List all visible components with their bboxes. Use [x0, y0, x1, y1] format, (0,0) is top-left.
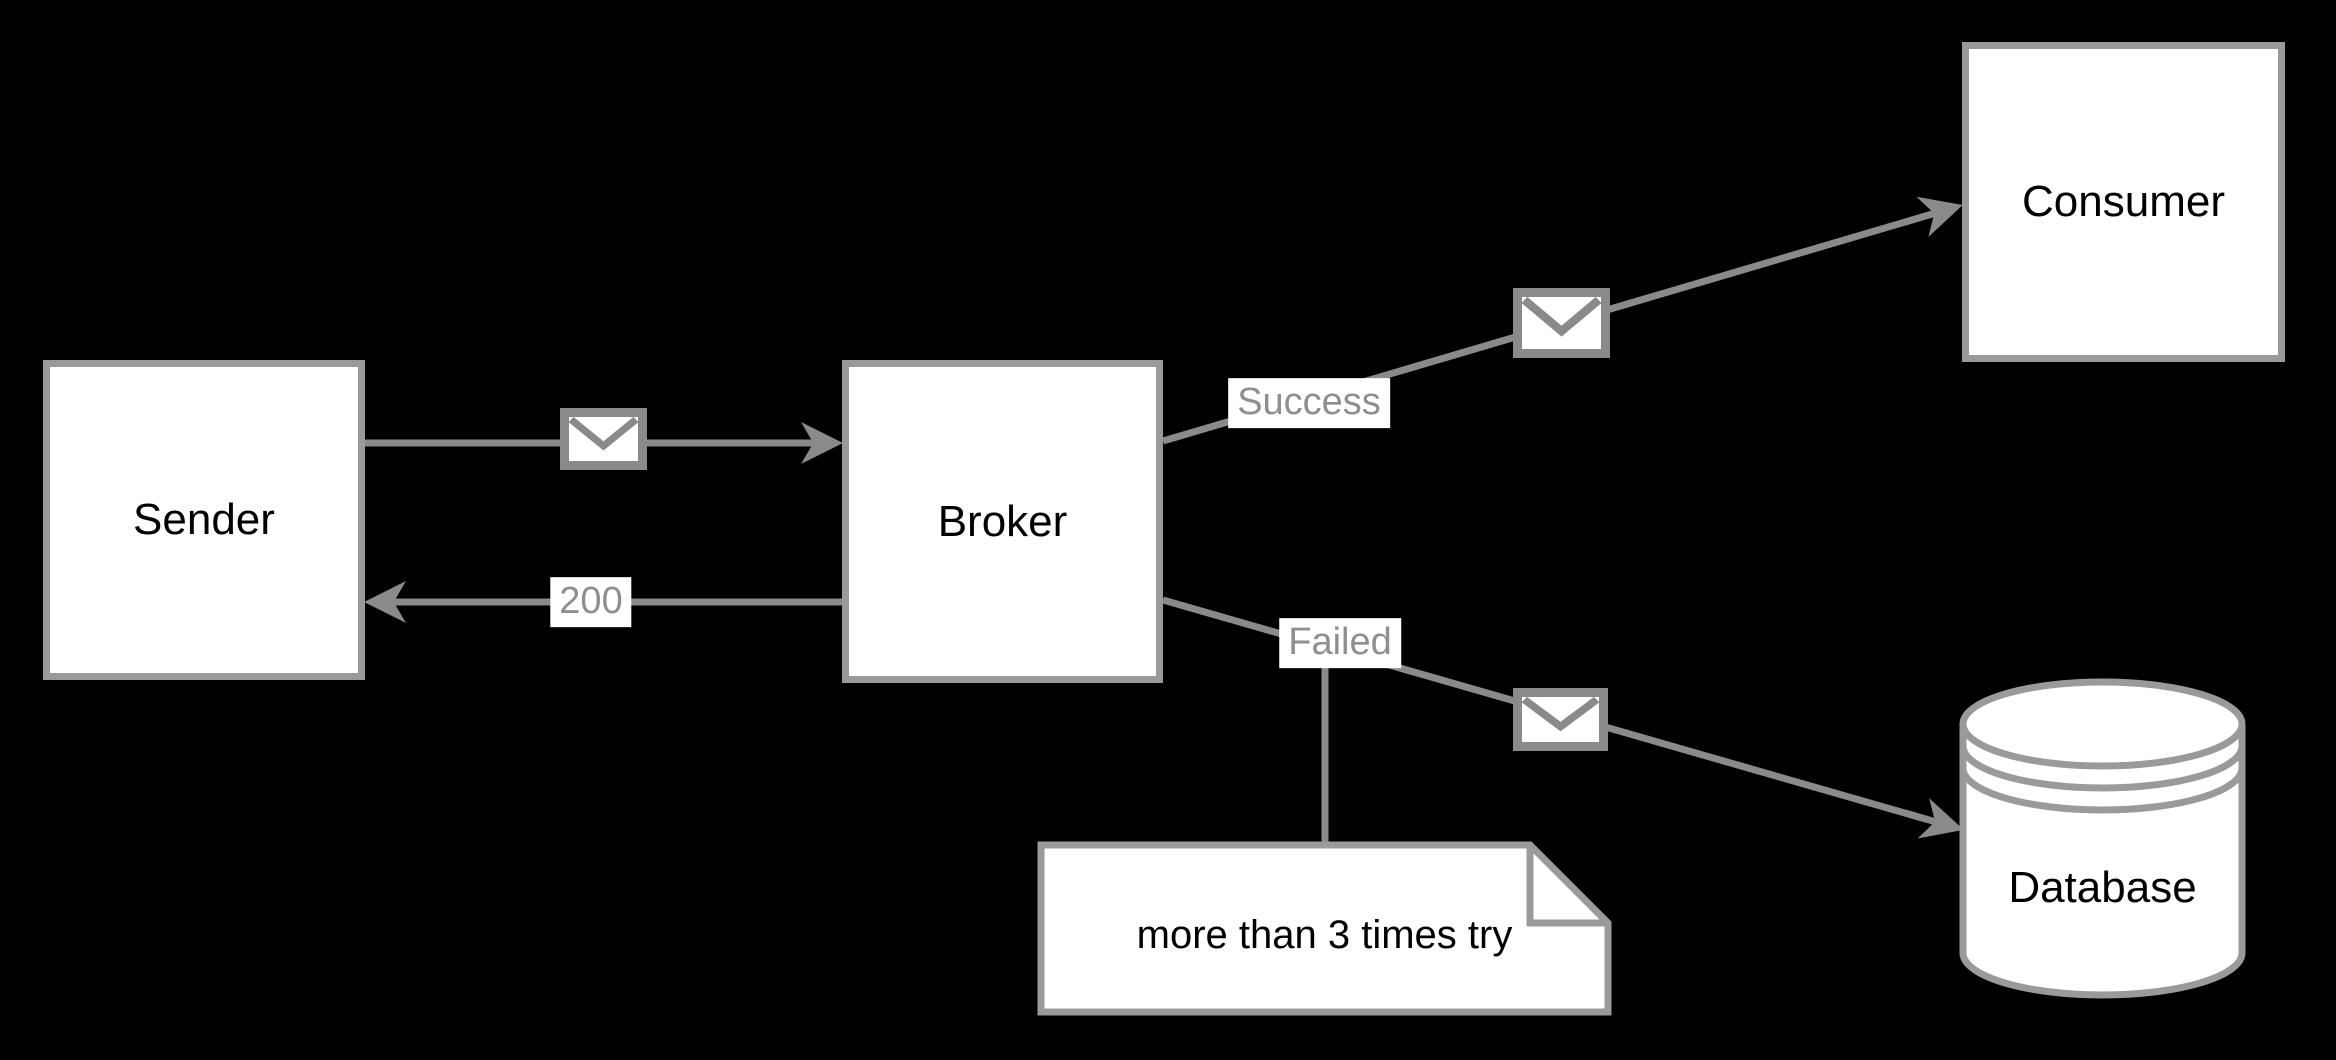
cylinder-ring-1: [1959, 745, 2246, 792]
node-sender[interactable]: Sender: [43, 360, 365, 680]
note-folded-corner: [1526, 845, 1608, 927]
edge-label-200[interactable]: 200: [550, 577, 632, 627]
database-cylinder[interactable]: [1959, 678, 2246, 999]
node-sender-label: Sender: [133, 495, 275, 544]
cylinder-top: [1959, 678, 2246, 770]
envelope-flap: [1522, 697, 1599, 732]
cylinder-ring-2: [1959, 767, 2246, 814]
edge-label-failed[interactable]: Failed: [1279, 618, 1401, 668]
note-text-label: more than 3 times try: [1136, 913, 1513, 957]
node-consumer-label: Consumer: [2022, 177, 2225, 226]
note-shape[interactable]: [1037, 841, 1612, 1016]
envelope-icon[interactable]: [1513, 688, 1608, 751]
edge-label-success[interactable]: Success: [1228, 378, 1390, 428]
cylinder-body: [1959, 724, 2246, 999]
envelope-icon[interactable]: [1513, 288, 1610, 358]
node-consumer[interactable]: Consumer: [1962, 42, 2285, 362]
envelope-flap: [1522, 297, 1601, 337]
note-outline: [1037, 841, 1612, 1016]
envelope-icon[interactable]: [560, 408, 647, 470]
node-database-label[interactable]: Database: [2008, 863, 2197, 912]
node-broker[interactable]: Broker: [842, 360, 1163, 683]
note-text[interactable]: more than 3 times try: [1041, 845, 1608, 1012]
envelope-flap: [569, 417, 638, 451]
node-broker-label: Broker: [937, 496, 1068, 546]
